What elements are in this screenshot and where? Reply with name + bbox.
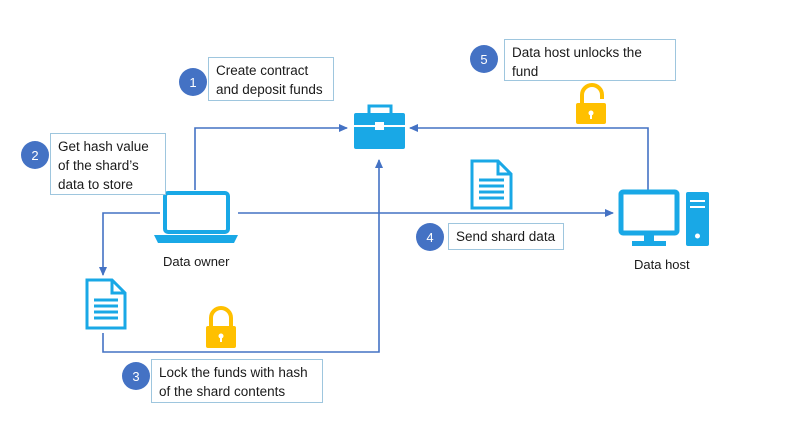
unlocked-padlock-icon — [576, 83, 606, 124]
step-1-box: Create contract and deposit funds — [208, 57, 334, 101]
arrow-owner-to-document — [99, 212, 160, 276]
step-4-badge: 4 — [416, 223, 444, 251]
laptop-icon — [154, 191, 238, 243]
briefcase-icon — [354, 104, 405, 149]
document-icon — [470, 159, 513, 210]
step-3-badge: 3 — [122, 362, 150, 390]
data-owner-label: Data owner — [163, 254, 230, 269]
arrow-document-to-contract — [102, 159, 383, 353]
arrow-owner-to-contract — [194, 124, 348, 190]
desktop-computer-icon — [618, 189, 709, 246]
padlock-icon — [206, 306, 236, 348]
step-3-box: Lock the funds with hash of the shard co… — [151, 359, 323, 403]
document-icon — [85, 278, 127, 330]
step-2-box: Get hash value of the shard’s data to st… — [50, 133, 166, 195]
step-5-box: Data host unlocks the fund — [504, 39, 676, 81]
step-4-box: Send shard data — [448, 223, 564, 250]
data-host-label: Data host — [634, 257, 690, 272]
step-5-badge: 5 — [470, 45, 498, 73]
step-2-badge: 2 — [21, 141, 49, 169]
arrow-host-to-contract — [409, 124, 649, 190]
step-1-badge: 1 — [179, 68, 207, 96]
